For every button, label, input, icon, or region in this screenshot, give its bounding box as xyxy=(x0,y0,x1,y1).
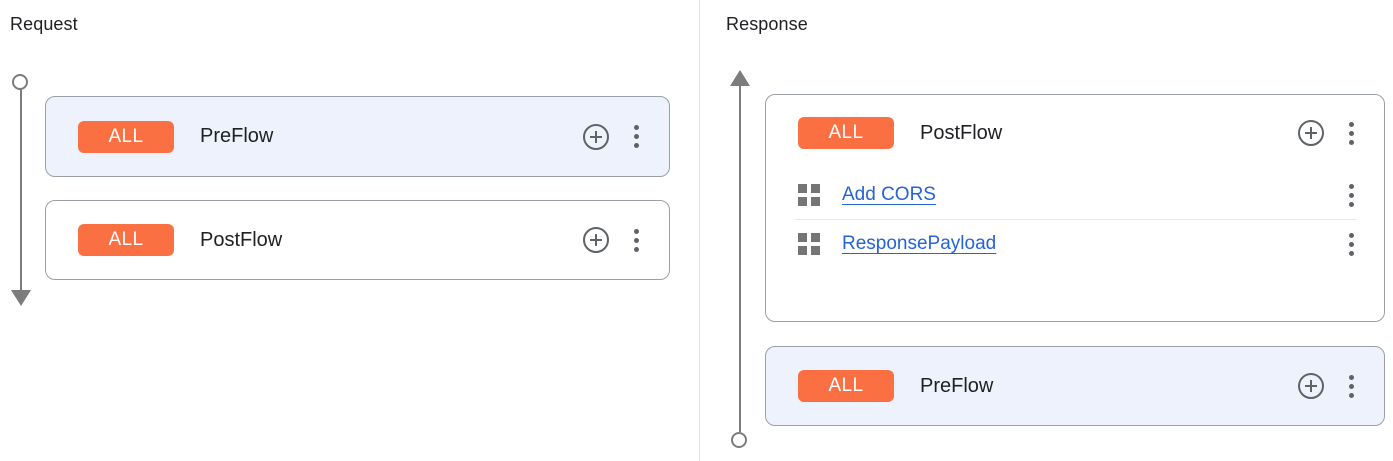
policy-grid-icon xyxy=(798,184,820,206)
add-icon[interactable] xyxy=(1298,120,1324,146)
request-panel-title: Request xyxy=(10,14,78,34)
flow-row-actions xyxy=(1298,373,1384,399)
flow-card-response-preflow[interactable]: ALL PreFlow xyxy=(765,346,1385,426)
flow-arrow-down-icon xyxy=(11,290,31,306)
request-panel: Request ALL PreFlow ALL xyxy=(0,0,699,461)
flow-header-row[interactable]: ALL PreFlow xyxy=(46,97,669,176)
add-icon[interactable] xyxy=(1298,373,1324,399)
method-badge: ALL xyxy=(798,370,894,402)
flow-header-row[interactable]: ALL PreFlow xyxy=(766,347,1384,425)
policy-grid-icon xyxy=(798,233,820,255)
policy-row[interactable]: ResponsePayload xyxy=(766,220,1384,268)
flow-name-label: PreFlow xyxy=(200,125,274,147)
flow-card-request-preflow[interactable]: ALL PreFlow xyxy=(45,96,670,177)
response-panel: Response ALL PostFlow xyxy=(699,0,1393,461)
flow-card-response-postflow[interactable]: ALL PostFlow Add CORS xyxy=(765,94,1385,322)
add-icon[interactable] xyxy=(583,123,609,150)
response-flow-rail xyxy=(728,70,752,448)
method-badge: ALL xyxy=(798,117,894,149)
add-icon[interactable] xyxy=(583,227,609,253)
flow-rail-line xyxy=(739,84,741,432)
policy-link[interactable]: Add CORS xyxy=(842,184,936,205)
more-vert-icon[interactable] xyxy=(1340,231,1362,257)
flow-header-row[interactable]: ALL PostFlow xyxy=(766,95,1384,171)
response-panel-title: Response xyxy=(726,14,808,34)
flow-arrow-up-icon xyxy=(730,70,750,86)
policy-row-actions xyxy=(1340,231,1384,257)
flow-header-row[interactable]: ALL PostFlow xyxy=(46,201,669,279)
method-badge: ALL xyxy=(78,224,174,256)
policy-row[interactable]: Add CORS xyxy=(766,171,1384,219)
request-flow-rail xyxy=(9,74,33,306)
flow-start-circle-icon xyxy=(12,74,28,90)
flow-card-request-postflow[interactable]: ALL PostFlow xyxy=(45,200,670,280)
policy-row-divider xyxy=(794,219,1356,220)
more-vert-icon[interactable] xyxy=(625,227,647,253)
flow-row-actions xyxy=(583,227,669,253)
flow-row-actions xyxy=(1298,120,1384,146)
flow-name-label: PostFlow xyxy=(920,121,1003,144)
flow-name-label: PreFlow xyxy=(920,374,994,397)
flow-name-label: PostFlow xyxy=(200,228,283,251)
more-vert-icon[interactable] xyxy=(1340,373,1362,399)
flow-rail-line xyxy=(20,89,22,293)
flow-row-actions xyxy=(583,123,669,150)
policy-link[interactable]: ResponsePayload xyxy=(842,233,997,254)
flow-end-circle-icon xyxy=(731,432,747,448)
policy-row-actions xyxy=(1340,182,1384,208)
more-vert-icon[interactable] xyxy=(1340,120,1362,146)
more-vert-icon[interactable] xyxy=(625,124,647,150)
more-vert-icon[interactable] xyxy=(1340,182,1362,208)
method-badge: ALL xyxy=(78,120,174,153)
